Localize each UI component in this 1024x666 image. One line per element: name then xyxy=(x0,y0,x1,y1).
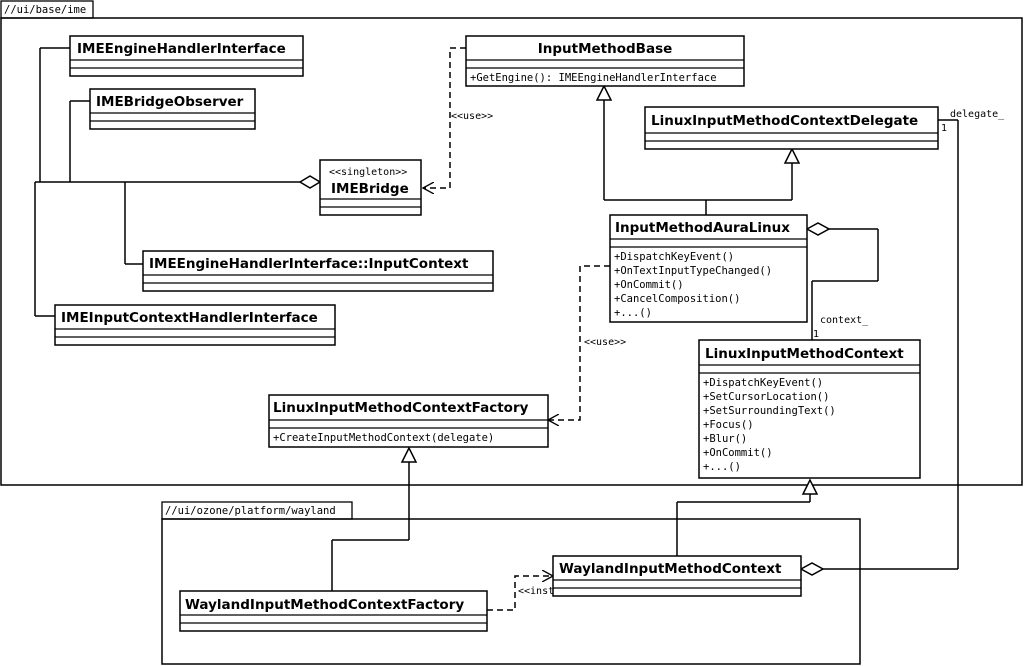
use-label-2: <<use>> xyxy=(584,337,626,348)
aggregation-diamond-ime-bridge xyxy=(298,175,322,189)
aura-method-2: +OnTextInputTypeChanged() xyxy=(614,265,772,277)
context-multiplicity: 1 xyxy=(813,329,819,340)
connectors xyxy=(34,47,959,611)
context-method-6: +OnCommit() xyxy=(703,447,773,459)
delegate-role-label: delegate_ xyxy=(950,109,1005,120)
class-ime-bridge[interactable]: <<singleton>> IMEBridge xyxy=(319,159,422,216)
class-ime-bridge-observer[interactable]: IMEBridgeObserver xyxy=(89,88,256,130)
ime-bridge-stereotype: <<singleton>> xyxy=(329,167,407,178)
class-linux-input-method-context[interactable]: LinuxInputMethodContext +DispatchKeyEven… xyxy=(698,339,921,479)
class-wayland-input-method-context-factory[interactable]: WaylandInputMethodContextFactory xyxy=(179,590,488,632)
package-wayland-label: //ui/ozone/platform/wayland xyxy=(165,505,336,517)
input-method-aura-linux-title: InputMethodAuraLinux xyxy=(615,220,790,236)
class-ime-input-context-handler-interface[interactable]: IMEInputContextHandlerInterface xyxy=(54,304,336,346)
generalization-arrow-input-method-base xyxy=(595,84,613,101)
ime-bridge-observer-title: IMEBridgeObserver xyxy=(96,94,244,110)
wayland-input-method-context-factory-title: WaylandInputMethodContextFactory xyxy=(185,597,464,613)
context-method-7: +...() xyxy=(703,461,741,473)
aura-method-1: +DispatchKeyEvent() xyxy=(614,251,734,263)
context-method-2: +SetCursorLocation() xyxy=(703,391,829,403)
generalization-arrow-linux-context xyxy=(801,478,819,495)
linux-input-method-context-delegate-title: LinuxInputMethodContextDelegate xyxy=(651,113,918,129)
context-method-3: +SetSurroundingText() xyxy=(703,405,836,417)
wayland-input-method-context-title: WaylandInputMethodContext xyxy=(559,561,782,577)
class-input-context[interactable]: IMEEngineHandlerInterface::InputContext xyxy=(142,250,494,292)
delegate-multiplicity: 1 xyxy=(941,123,947,134)
class-input-method-aura-linux[interactable]: InputMethodAuraLinux +DispatchKeyEvent()… xyxy=(609,214,808,323)
linux-input-method-context-factory-title: LinuxInputMethodContextFactory xyxy=(273,400,529,416)
linux-input-method-context-title: LinuxInputMethodContext xyxy=(705,346,904,362)
input-method-base-method-1: +GetEngine(): IMEEngineHandlerInterface xyxy=(470,72,717,84)
package-ui-ozone-platform-wayland: //ui/ozone/platform/wayland xyxy=(161,501,861,665)
ime-input-context-handler-interface-title: IMEInputContextHandlerInterface xyxy=(61,310,318,326)
class-input-method-base[interactable]: InputMethodBase +GetEngine(): IMEEngineH… xyxy=(465,35,745,87)
aura-method-5: +...() xyxy=(614,307,652,319)
context-method-1: +DispatchKeyEvent() xyxy=(703,377,823,389)
context-method-5: +Blur() xyxy=(703,433,747,445)
use-dependency-factory xyxy=(548,265,610,420)
use-label-1: <<use>> xyxy=(451,111,493,122)
ime-engine-handler-interface-title: IMEEngineHandlerInterface xyxy=(77,41,286,57)
instantiate-dependency xyxy=(487,576,553,611)
input-context-title: IMEEngineHandlerInterface::InputContext xyxy=(149,256,469,272)
class-ime-engine-handler-interface[interactable]: IMEEngineHandlerInterface xyxy=(69,35,304,77)
package-ui-base-ime-label: //ui/base/ime xyxy=(4,4,86,16)
factory-method-1: +CreateInputMethodContext(delegate) xyxy=(273,432,494,444)
aura-method-3: +OnCommit() xyxy=(614,279,684,291)
class-linux-input-method-context-factory[interactable]: LinuxInputMethodContextFactory +CreateIn… xyxy=(268,394,549,448)
ime-bridge-title: IMEBridge xyxy=(331,181,409,197)
generalization-arrow-factory xyxy=(400,446,418,463)
input-method-base-title: InputMethodBase xyxy=(538,41,673,57)
aggregation-diamond-delegate xyxy=(799,562,825,576)
aura-method-4: +CancelComposition() xyxy=(614,293,740,305)
context-role-label: context_ xyxy=(820,315,869,326)
package-ui-base-ime: //ui/base/ime xyxy=(0,0,1023,486)
class-wayland-input-method-context[interactable]: WaylandInputMethodContext xyxy=(552,555,802,597)
context-method-4: +Focus() xyxy=(703,419,754,431)
aggregation-diamond-context xyxy=(805,222,831,236)
use-dependency-ime-bridge xyxy=(423,47,466,188)
class-linux-input-method-context-delegate[interactable]: LinuxInputMethodContextDelegate xyxy=(644,106,939,150)
generalization-arrow-delegate xyxy=(783,147,801,164)
